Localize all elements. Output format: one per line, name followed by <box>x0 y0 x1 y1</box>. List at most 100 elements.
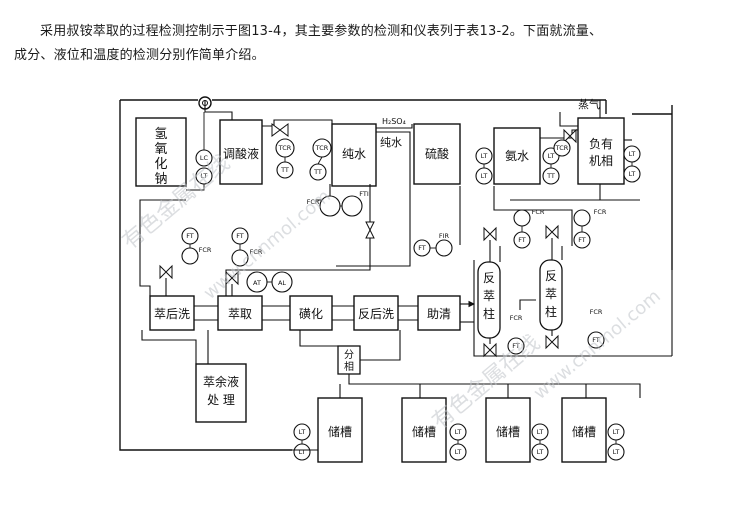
ft-tag-2: FT <box>236 232 244 240</box>
lt-tag-7: LT <box>299 428 306 436</box>
valve-3 <box>563 128 577 144</box>
steam-label: 蒸气 <box>578 97 600 111</box>
back-column-2 <box>539 259 563 331</box>
ft-instrument-6 <box>507 337 525 355</box>
tcr-tag-2: TCR <box>315 144 329 152</box>
ft-instrument-7 <box>587 331 605 349</box>
pre-wash-label: 萃后洗 <box>154 307 190 321</box>
lt-tag-5: LT <box>629 150 636 158</box>
h2so4-label: H₂SO₄ <box>382 117 406 126</box>
tt-tag-2: TT <box>313 168 322 176</box>
lt-tag-8: LT <box>299 448 306 456</box>
naoh-label-char: 钠 <box>154 172 167 187</box>
storage-label-1: 储槽 <box>328 424 352 439</box>
back-column-2-char-2: 萃 <box>545 287 557 301</box>
storage-label-4: 储槽 <box>572 424 596 439</box>
lt-tag-11: LT <box>537 428 544 436</box>
storage-tank-4 <box>561 397 607 463</box>
lt-tag-2: LT <box>481 152 488 160</box>
ammonia-tank <box>493 127 541 185</box>
ft-tag-1: FT <box>186 232 194 240</box>
fcr-instrument-5 <box>573 209 591 227</box>
sulfuric-label: 硫酸 <box>425 146 449 161</box>
fcr-tag-1: FCR <box>307 198 320 206</box>
fcr-tag-3: FCR <box>250 248 263 256</box>
sulfonation-unit <box>289 295 333 331</box>
valve-6 <box>225 270 239 286</box>
ammonia-label: 氨水 <box>505 149 529 163</box>
valve-1 <box>271 123 289 137</box>
back-column-1-char-1: 反 <box>483 271 495 285</box>
adjust-acid-label: 调酸液 <box>223 146 259 161</box>
lt-tag-10: LT <box>455 448 462 456</box>
naoh-label-char: 氢 <box>154 127 167 142</box>
raffinate-label-1: 萃余液 <box>203 374 239 389</box>
fcr-tag-7: FCR <box>590 308 603 316</box>
clarify-label: 助清 <box>427 307 451 321</box>
watermark-2: www.cnnmol.com <box>200 186 335 304</box>
ft-tag-7: FT <box>592 336 600 344</box>
naoh-tank <box>135 117 187 187</box>
loaded-organic-label-2: 机相 <box>589 154 613 168</box>
clarify-unit <box>417 295 461 331</box>
tcr-tag-1: TCR <box>278 144 292 152</box>
lt-tag-14: LT <box>613 448 620 456</box>
lt-tag-1: LT <box>201 172 208 180</box>
valve-7 <box>159 264 173 280</box>
back-column-1-char-2: 萃 <box>483 289 495 303</box>
extract-label: 萃取 <box>228 307 252 321</box>
naoh-label-char: 化 <box>154 157 167 172</box>
ft-tag-6: FT <box>512 342 520 350</box>
loaded-organic-tank <box>577 117 625 185</box>
lt-tag-3: LT <box>481 172 488 180</box>
valve-8 <box>483 342 497 358</box>
pre-wash-unit <box>149 295 195 331</box>
fcr-instrument-2 <box>181 247 199 265</box>
storage-tank-3 <box>485 397 531 463</box>
separator-label-2: 相 <box>344 360 354 373</box>
fcr-instrument-4 <box>513 209 531 227</box>
back-column-1-char-3: 柱 <box>483 306 495 321</box>
pure-water-stream-label: 纯水 <box>380 136 402 149</box>
lt-tag-4: LT <box>548 152 555 160</box>
raffinate-treatment <box>195 363 247 423</box>
storage-tank-2 <box>401 397 447 463</box>
intro-line-1: 采用叔铵萃取的过程检测控制示于图13-4，其主要参数的检测和仪表列于表13-2。… <box>40 24 603 39</box>
ft-tag-3: FT <box>418 244 426 252</box>
extract-unit <box>217 295 263 331</box>
storage-label-2: 储槽 <box>412 424 436 439</box>
naoh-label-char: 氧 <box>154 142 167 157</box>
pure-water-label: 纯水 <box>342 147 366 161</box>
fcr-tag-2: FCR <box>199 246 212 254</box>
lt-tag-6: LT <box>629 170 636 178</box>
al-tag: AL <box>278 279 286 287</box>
storage-label-3: 储槽 <box>496 424 520 439</box>
loaded-organic-label-1: 负有 <box>589 137 613 151</box>
valve-5 <box>545 224 559 240</box>
valve-9 <box>545 334 559 350</box>
tcr-tag-3: TCR <box>555 144 569 152</box>
sulfuric-tank <box>413 123 461 185</box>
pure-water-tank <box>331 123 377 187</box>
intro-paragraph: 采用叔铵萃取的过程检测控制示于图13-4，其主要参数的检测和仪表列于表13-2。… <box>14 20 720 68</box>
fir-tag: FIR <box>439 232 450 240</box>
back-column-2-char-1: 反 <box>545 269 557 283</box>
naoh-label: 氢氧化钠 <box>154 127 167 187</box>
ft-tag-5: FT <box>578 236 586 244</box>
fti-instrument-1 <box>341 195 363 217</box>
back-column-2-char-3: 柱 <box>545 304 557 319</box>
fir-instrument <box>435 239 453 257</box>
separator-label-1: 分 <box>344 349 354 361</box>
tt-tag-1: TT <box>280 166 289 174</box>
fti-tag-1: FTI <box>359 190 369 198</box>
outer-frame <box>119 99 673 451</box>
valve-2 <box>365 221 375 239</box>
at-tag: AT <box>253 279 261 287</box>
fcr-tag-5: FCR <box>594 208 607 216</box>
lt-tag-12: LT <box>537 448 544 456</box>
storage-tank-1 <box>317 397 363 463</box>
adjust-acid-tank <box>219 119 263 185</box>
fcr-tag-4: FCR <box>532 208 545 216</box>
back-column-1 <box>477 261 501 339</box>
